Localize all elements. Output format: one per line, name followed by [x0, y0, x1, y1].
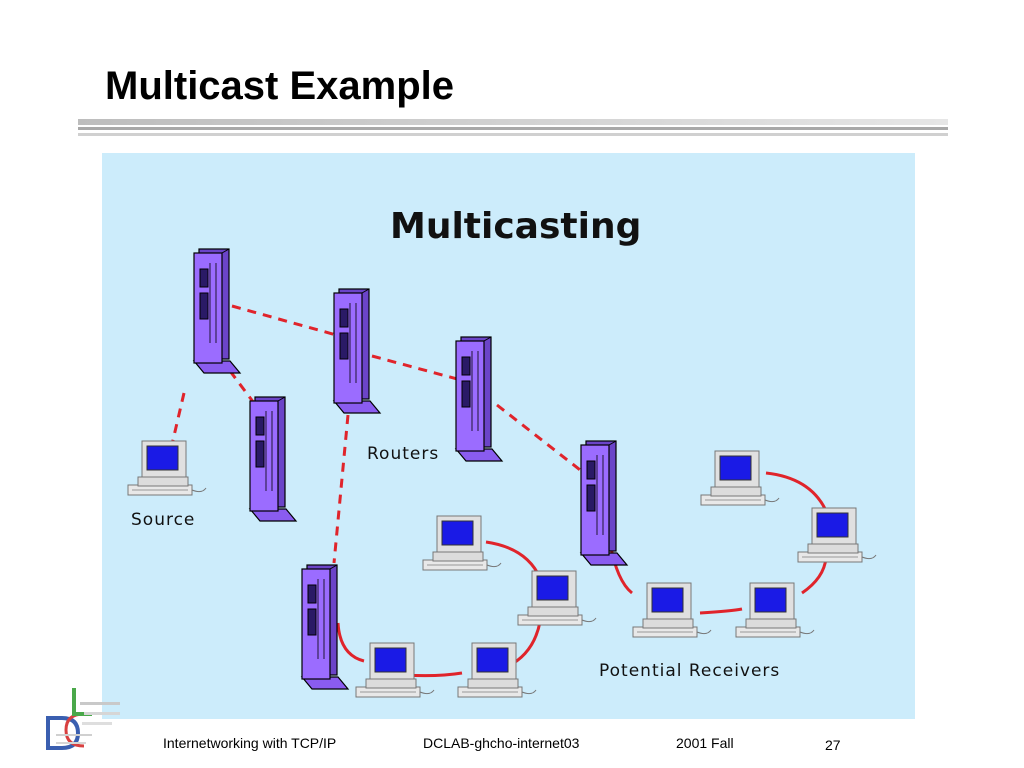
footer-course: Internetworking with TCP/IP	[163, 735, 337, 751]
router-icon	[249, 396, 297, 522]
diagram-heading: Multicasting	[390, 206, 641, 247]
title-divider	[78, 127, 948, 130]
slide-title: Multicast Example	[105, 64, 455, 108]
source-label: Source	[131, 510, 195, 530]
receivers-label: Potential Receivers	[599, 661, 780, 681]
footer-document-id: DCLAB-ghcho-internet03	[423, 735, 580, 751]
receiver-link	[699, 607, 743, 615]
computer-icon	[355, 642, 435, 698]
computer-icon	[632, 582, 712, 638]
router-icon	[301, 564, 349, 690]
computer-icon	[700, 450, 780, 506]
title-divider	[78, 119, 948, 125]
computer-icon	[797, 507, 877, 563]
computer-icon	[457, 642, 537, 698]
page-number: 27	[825, 737, 841, 753]
receiver-link	[765, 471, 829, 514]
computer-icon	[517, 570, 597, 626]
dashed-links	[168, 304, 585, 564]
router-icon	[455, 336, 503, 462]
router-link	[371, 354, 473, 385]
router-icon	[580, 440, 628, 566]
diagram-canvas: Multicasting	[127, 206, 877, 698]
computer-icon	[127, 440, 207, 496]
receiver-link	[801, 557, 828, 595]
router-icon	[333, 288, 381, 414]
dclab-logo	[46, 688, 120, 750]
router-link	[332, 414, 350, 564]
routers-label: Routers	[367, 444, 439, 464]
router-icon	[193, 248, 241, 374]
router-link	[228, 370, 262, 412]
receiver-link	[336, 622, 365, 663]
multicast-diagram: Multicasting	[102, 153, 915, 719]
router-link	[231, 304, 348, 340]
footer-term: 2001 Fall	[676, 735, 734, 751]
router-link	[496, 403, 585, 475]
title-divider	[78, 133, 948, 136]
